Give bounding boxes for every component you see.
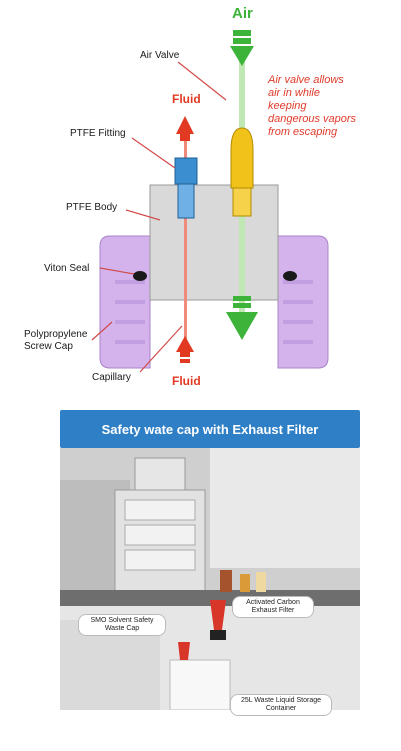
viton-seal-label: Viton Seal [44,263,90,274]
fluid-arrow-top [176,116,194,134]
air-label: Air [232,5,253,22]
air-arrow-top [230,46,254,66]
photo-callout-exhaust-filter: Activated Carbon Exhaust Filter [232,596,314,618]
photo-banner: Safety wate cap with Exhaust Filter [60,410,360,448]
photo-callout-safety-cap: SMO Solvent Safety Waste Cap [78,614,166,636]
viton-seal-right [283,271,297,281]
air-valve-icon [230,127,254,189]
ptfe-body [149,184,279,301]
lab-photo [60,410,360,711]
capillary-label: Capillary [92,372,131,383]
viton-seal-left [133,271,147,281]
fluid-bottom-label: Fluid [172,374,201,388]
ptfe-fitting-label: PTFE Fitting [70,128,126,139]
air-arrow-bottom [226,312,258,340]
air-valve-label: Air Valve [140,50,180,61]
ptfe-body-label: PTFE Body [66,202,118,213]
screw-cap-label: Polypropylene Screw Cap [24,329,88,352]
air-valve-note: Air valve allows air in while keeping da… [268,74,357,138]
cap-diagram [91,30,329,373]
fluid-top-label: Fluid [172,92,201,106]
fluid-arrow-bottom [176,336,194,352]
ptfe-fitting-icon [174,157,198,185]
photo-callout-container: 25L Waste Liquid Storage Container [230,694,332,716]
lab-photo-scene [60,448,360,711]
